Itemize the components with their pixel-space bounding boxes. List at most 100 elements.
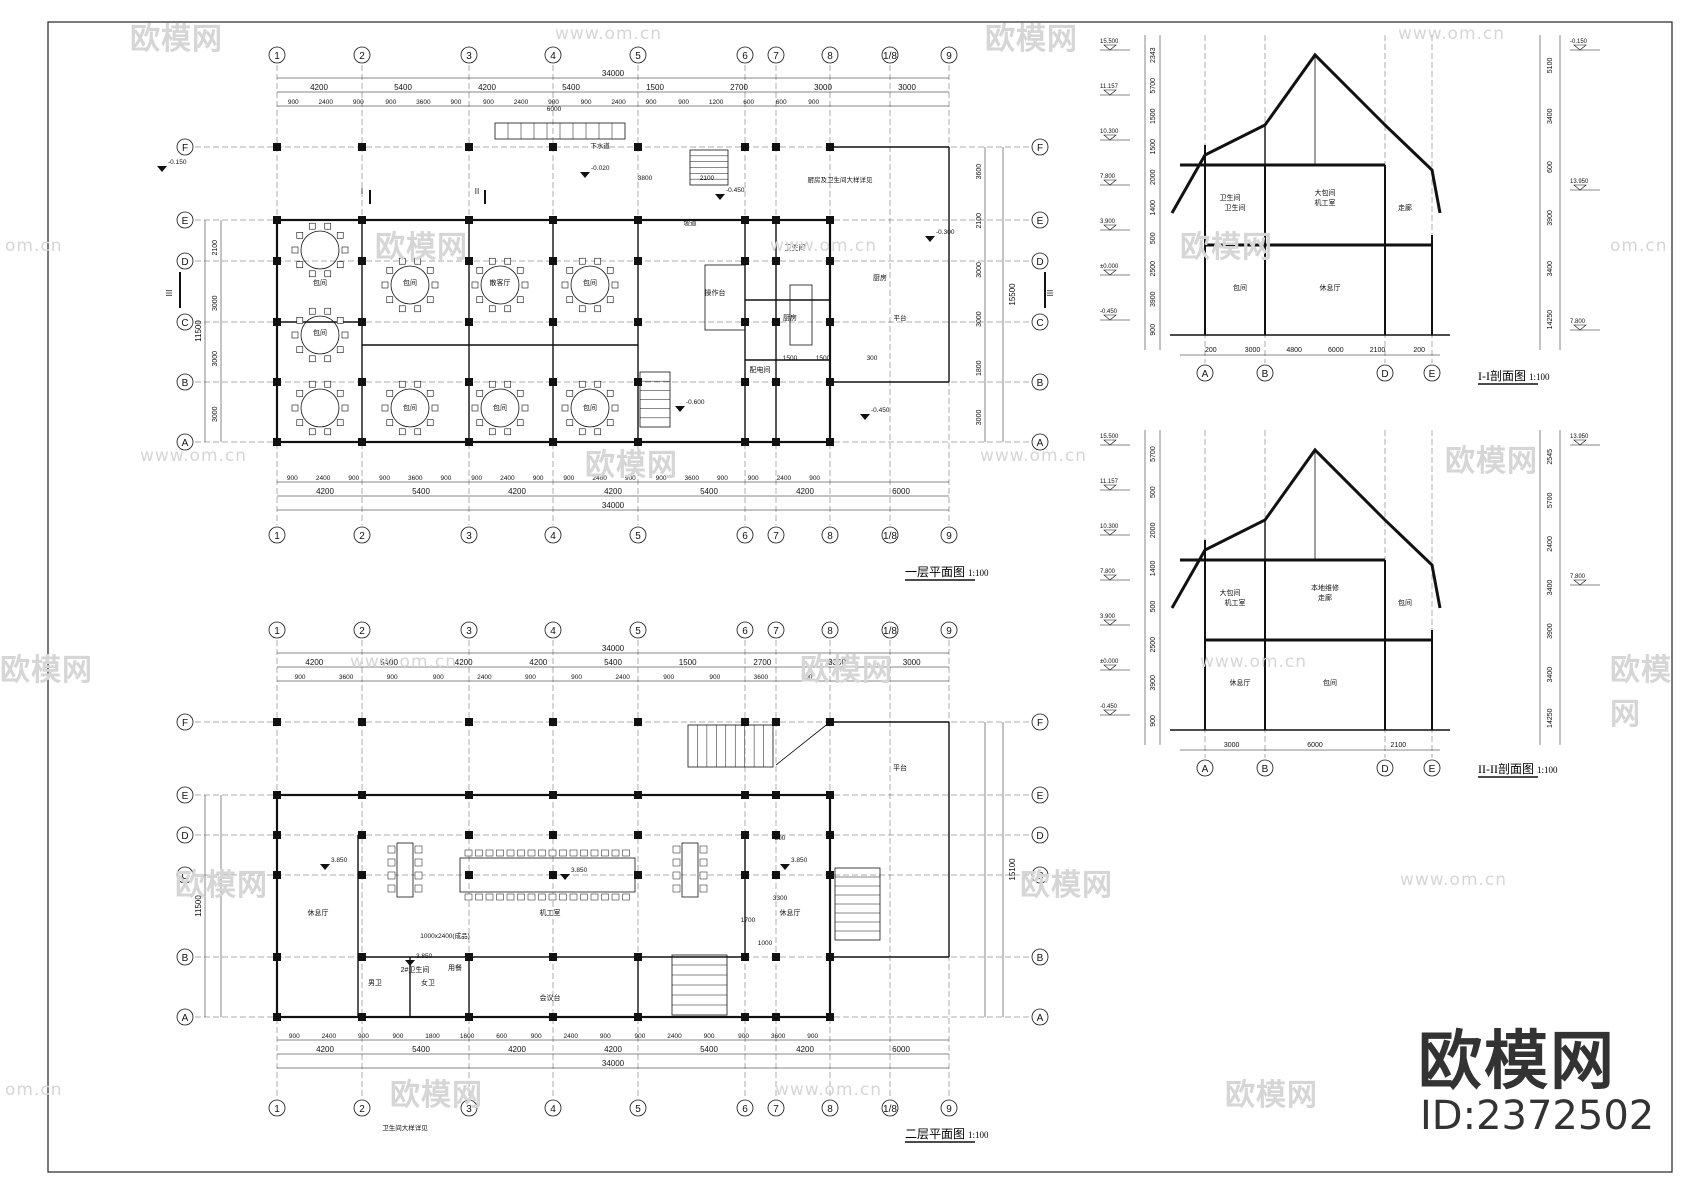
opening-dimension: 2400: [316, 475, 331, 482]
chair: [496, 849, 504, 857]
axis-bubble-A: A: [1202, 369, 1209, 380]
axis-bubble-7-circle: [767, 1099, 785, 1117]
chair: [431, 281, 439, 289]
opening-dimension: 900: [525, 674, 536, 681]
opening-dimension: 900: [531, 1033, 542, 1040]
elevation-label: -0.150: [168, 159, 187, 166]
chair: [594, 428, 602, 436]
structural-column: [465, 953, 473, 961]
room-label: 操作台: [705, 288, 726, 297]
chair: [504, 305, 512, 313]
axis-bubble-B-circle: [1256, 759, 1274, 777]
axis-bubble-B-circle: [1256, 364, 1274, 382]
height-dimension: 5700: [1150, 446, 1157, 462]
axis-bubble-6: 6: [742, 626, 748, 637]
opening-dimension: 900: [450, 99, 461, 106]
axis-bubble-A-circle: [1031, 1008, 1049, 1026]
structural-column: [273, 318, 281, 326]
axis-bubble-D-circle: [1376, 364, 1394, 382]
elevation-marker: [1103, 269, 1117, 276]
structural-column: [772, 953, 780, 961]
elevation-marker: [1573, 184, 1587, 191]
elevation-marker: [780, 864, 790, 870]
opening-dimension: 2400: [319, 99, 334, 106]
opening-dimension: 2400: [514, 99, 529, 106]
chair: [414, 871, 423, 880]
round-table: [300, 315, 340, 355]
axis-bubble-7-circle: [767, 46, 785, 64]
axis-bubble-1-circle: [268, 1099, 286, 1117]
height-dimension: 3400: [1547, 580, 1554, 596]
opening-dimension: 3600: [754, 674, 769, 681]
round-table: [480, 388, 520, 428]
height-dimension: 2500: [1150, 637, 1157, 653]
chair: [527, 849, 536, 857]
axis-bubble-4-circle: [544, 526, 562, 544]
axis-bubble-5: 5: [635, 51, 641, 62]
axis-bubble-A-circle: [176, 433, 194, 451]
room-label: 机工室: [1225, 598, 1246, 607]
axis-bubble-4: 4: [550, 51, 556, 62]
chair: [611, 404, 619, 412]
brand-logo-text: 欧模网: [1418, 1025, 1616, 1099]
structural-column: [634, 438, 642, 446]
height-dimension: 2000: [1150, 522, 1157, 538]
structural-column: [273, 143, 281, 151]
axis-bubble-D-circle: [176, 826, 194, 844]
axis-bubble-A: A: [1037, 1013, 1044, 1024]
round-table: [390, 388, 430, 428]
chair: [559, 849, 567, 857]
annotation: 卫生间大样详见: [382, 1123, 428, 1132]
elevation-marker: [580, 172, 590, 178]
structural-column: [273, 871, 281, 879]
opening-dimension: 900: [483, 99, 494, 106]
elevation-marker: [1573, 439, 1587, 446]
side-table: [396, 842, 414, 898]
axis-bubble-4-circle: [544, 621, 562, 639]
chair: [387, 858, 396, 867]
structural-column: [465, 831, 473, 839]
opening-dimension: 1200: [709, 99, 724, 106]
axis-bubble-1: 1: [274, 531, 280, 542]
chair: [476, 296, 484, 303]
height-dimension: 3400: [1547, 261, 1554, 277]
axis-dimension: 4200: [478, 83, 496, 92]
elevation-marker: [157, 166, 167, 172]
structural-column: [465, 438, 473, 446]
chair: [426, 296, 434, 303]
axis-bubble-7-circle: [767, 621, 785, 639]
axis-bubble-D: D: [181, 831, 188, 842]
chair: [594, 257, 602, 265]
chair: [561, 404, 569, 412]
axis-bubble-5-circle: [629, 46, 647, 64]
axis-bubble-6-circle: [736, 526, 754, 544]
chair: [324, 428, 332, 436]
chair: [496, 893, 504, 901]
elevation-label: ±0.000: [1100, 659, 1119, 665]
chair: [488, 305, 496, 313]
chair: [308, 307, 316, 315]
axis-bubble-4-circle: [544, 46, 562, 64]
room-label: 包间: [493, 403, 507, 412]
overall-dimension: 11500: [194, 320, 203, 342]
axis-dimension: 4200: [604, 487, 622, 496]
axis-bubble-B: B: [1262, 764, 1269, 775]
chair: [516, 390, 524, 397]
chair: [699, 871, 708, 880]
axis-dimension: 1500: [646, 83, 664, 92]
axis-dimension: 4200: [305, 658, 323, 667]
axis-bubble-6-circle: [736, 621, 754, 639]
elevation-marker: [1103, 619, 1117, 626]
structural-column: [358, 953, 366, 961]
elevation-label: 7.800: [1570, 574, 1586, 580]
chair: [398, 428, 406, 436]
roof-profile: [1170, 52, 1442, 214]
round-table: [480, 265, 520, 305]
overall-dimension: 15100: [1008, 858, 1017, 881]
opening-dimension: 900: [717, 475, 728, 482]
opening-dimension: 2400: [592, 475, 607, 482]
chair: [566, 390, 574, 397]
opening-dimension: 900: [387, 674, 398, 681]
axis-bubble-F-circle: [176, 138, 194, 156]
axis-bubble-D: D: [1381, 764, 1388, 775]
